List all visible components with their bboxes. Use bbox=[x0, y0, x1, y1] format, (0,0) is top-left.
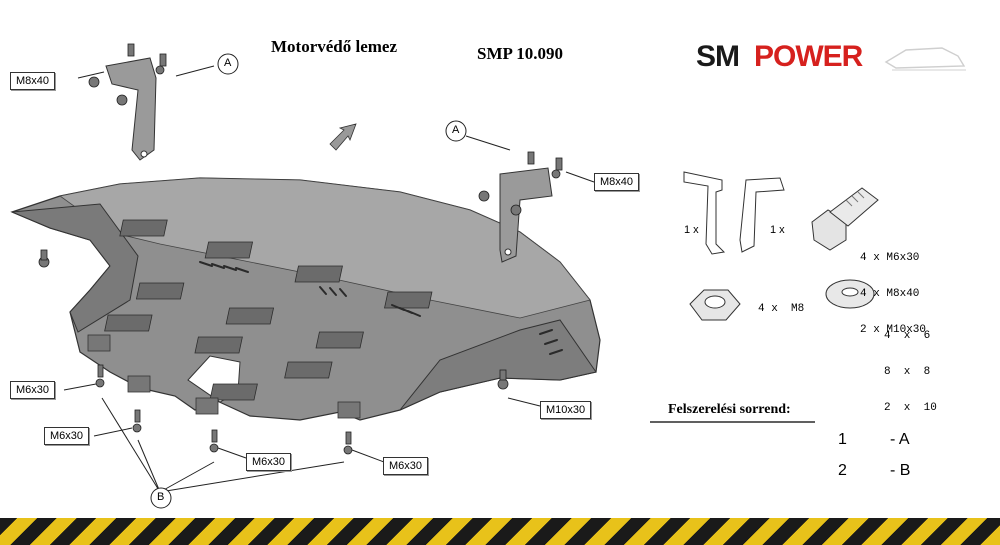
page-title: Motorvédő lemez bbox=[271, 37, 398, 56]
install-step-2-num: 2 bbox=[838, 462, 847, 479]
callout-m10x30: M10x30 bbox=[540, 401, 592, 419]
callout-m6x30-b: M6x30 bbox=[44, 427, 90, 445]
washer-list-item: 2 x 10 bbox=[884, 402, 937, 414]
callout-m8x40-right: M8x40 bbox=[594, 173, 640, 191]
marker-b-circle bbox=[150, 487, 172, 509]
bracket-right-qty: 1 x bbox=[770, 224, 785, 236]
parts-bracket-left bbox=[683, 171, 726, 255]
bracket-left-qty: 1 x bbox=[684, 224, 699, 236]
install-heading: Felszerelési sorrend: bbox=[668, 402, 791, 417]
logo-suffix: POWER bbox=[754, 40, 863, 73]
washer-list: 4 x 6 8 x 8 2 x 10 bbox=[884, 306, 937, 426]
hazard-stripe bbox=[0, 518, 1000, 545]
marker-a2-circle bbox=[445, 120, 467, 142]
callout-m6x30-a: M6x30 bbox=[10, 381, 56, 399]
bolt-list-item: 4 x M6x30 bbox=[860, 252, 920, 264]
bracket-left bbox=[105, 57, 157, 161]
marker-b: B bbox=[157, 491, 165, 503]
washer-list-item: 4 x 6 bbox=[884, 330, 931, 342]
nut-qty: 4 x M8 bbox=[758, 303, 805, 315]
bolt-list: 4 x M6x30 4 x M8x40 2 x M10x30 bbox=[860, 228, 926, 348]
part-number: SMP 10.090 bbox=[477, 44, 563, 63]
smpower-logo: SM POWER bbox=[696, 38, 968, 78]
fasteners bbox=[38, 43, 563, 455]
washer-icon bbox=[825, 279, 875, 309]
logo-prefix: SM bbox=[696, 40, 740, 73]
bolt-list-item: 2 x M10x30 bbox=[860, 324, 927, 336]
marker-a1-circle bbox=[217, 53, 239, 75]
install-step-1-label: - A bbox=[890, 431, 910, 448]
callout-m6x30-d: M6x30 bbox=[383, 457, 429, 475]
washer-list-item: 8 x 8 bbox=[884, 366, 931, 378]
marker-a1: A bbox=[224, 57, 232, 69]
marker-a2: A bbox=[452, 124, 460, 136]
nut-icon bbox=[689, 289, 741, 321]
callout-m8x40-left: M8x40 bbox=[10, 72, 56, 90]
install-step-1-num: 1 bbox=[838, 431, 847, 448]
callout-m6x30-c: M6x30 bbox=[246, 453, 292, 471]
leader-lines bbox=[63, 65, 595, 493]
bracket-right bbox=[499, 167, 553, 263]
car-silhouette-icon bbox=[884, 47, 966, 71]
parts-bracket-right bbox=[739, 177, 785, 253]
install-step-2-label: - B bbox=[890, 462, 911, 479]
skid-plate bbox=[10, 177, 601, 421]
bolt-list-item: 4 x M8x40 bbox=[860, 288, 920, 300]
bolt-icon bbox=[811, 187, 879, 251]
direction-arrow-icon bbox=[329, 123, 357, 151]
